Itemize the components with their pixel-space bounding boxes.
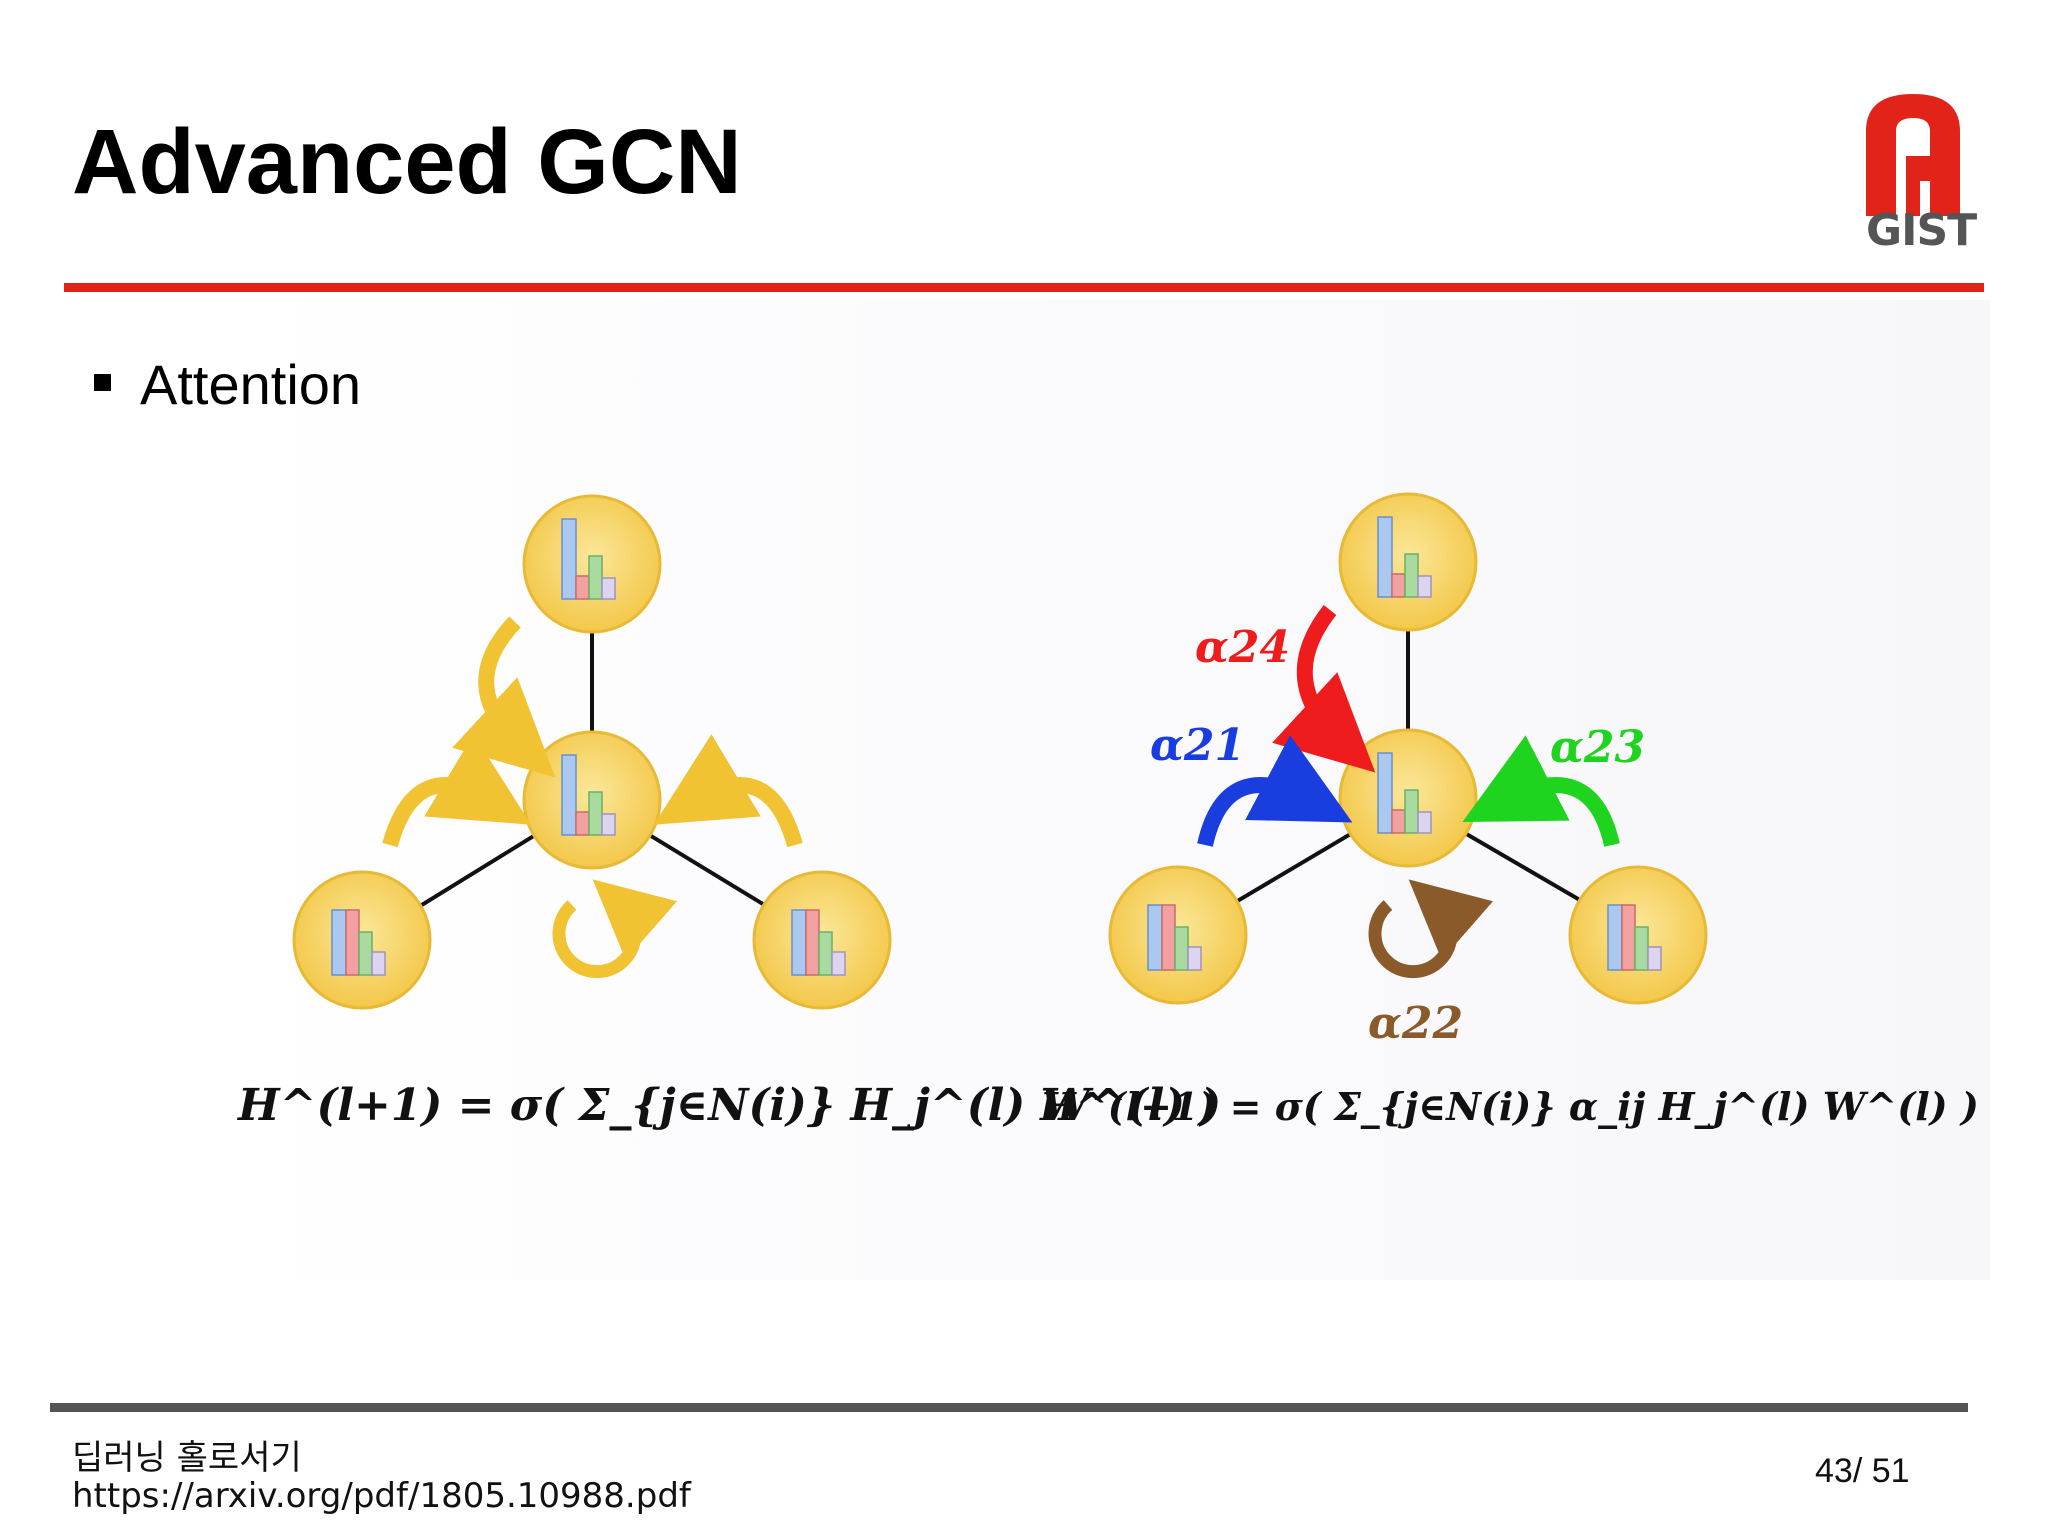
bullet-marker (94, 374, 111, 391)
node-right (1568, 865, 1708, 1005)
page-number: 43/ 51 (1815, 1452, 1910, 1490)
gist-logo-icon (1866, 94, 1960, 216)
node-right (752, 870, 892, 1010)
equation-right: H^(l+1) = σ( Σ_{j∈N(i)} α_ij H_j^(l) W^(… (1039, 1084, 1979, 1129)
node-left (1108, 865, 1248, 1005)
arrow-a23 (1462, 735, 1620, 847)
footer-course: 딥러닝 홀로서기 (72, 1438, 302, 1478)
arrow-a24 (1272, 605, 1376, 773)
right-graph: α24 α21 α23 α22 (1108, 492, 1708, 1049)
node-left (292, 870, 432, 1010)
label-a24: α24 (1195, 622, 1290, 673)
node-center (1338, 728, 1478, 868)
node-top (1338, 492, 1478, 632)
label-a22: α22 (1368, 998, 1463, 1049)
arrow-a22 (1368, 879, 1494, 979)
label-a21: α21 (1150, 720, 1245, 771)
arrow-left (382, 734, 532, 848)
footer-divider (50, 1403, 1968, 1412)
node-center (522, 730, 662, 870)
left-graph (292, 494, 892, 1010)
footer-source-link[interactable]: https://arxiv.org/pdf/1805.10988.pdf (72, 1476, 691, 1516)
equation-left: H^(l+1) = σ( Σ_{j∈N(i)} H_j^(l) W^(l) ) (236, 1080, 1221, 1131)
label-a23: α23 (1550, 722, 1645, 773)
arrow-top (452, 616, 556, 778)
title-divider (64, 283, 1984, 292)
node-top (522, 494, 662, 634)
bullet-text: Attention (140, 353, 362, 416)
logo-text: GIST (1866, 205, 1977, 256)
arrow-a21 (1197, 735, 1353, 847)
arrow-self (552, 879, 678, 979)
arrow-right (653, 734, 803, 848)
slide-title: Advanced GCN (72, 111, 742, 213)
